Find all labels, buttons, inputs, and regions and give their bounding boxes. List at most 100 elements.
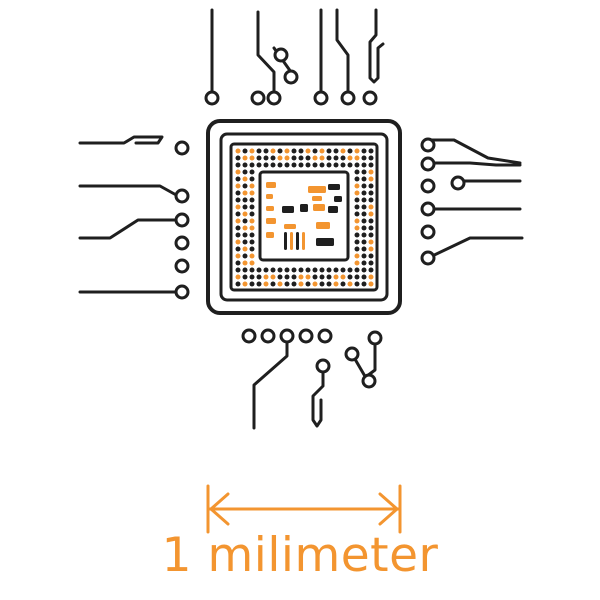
solder-ball: [263, 162, 269, 168]
solder-ball: [298, 281, 304, 287]
solder-ball: [284, 274, 290, 280]
solder-ball: [312, 274, 318, 280]
solder-ball: [235, 183, 241, 189]
solder-ball: [263, 281, 269, 287]
solder-ball: [347, 155, 353, 161]
contact-pad: [174, 284, 190, 300]
contact-pad: [260, 328, 276, 344]
solder-ball: [242, 204, 248, 210]
solder-ball: [368, 218, 374, 224]
solder-ball: [277, 281, 283, 287]
solder-ball: [347, 148, 353, 154]
solder-ball: [249, 169, 255, 175]
solder-ball: [249, 162, 255, 168]
solder-ball: [368, 267, 374, 273]
solder-ball: [305, 267, 311, 273]
solder-ball: [305, 155, 311, 161]
solder-ball: [361, 211, 367, 217]
solder-ball: [368, 246, 374, 252]
solder-ball: [354, 281, 360, 287]
solder-ball: [235, 267, 241, 273]
solder-ball: [249, 225, 255, 231]
ball-grid-array: [235, 148, 374, 287]
solder-ball: [242, 232, 248, 238]
solder-ball: [354, 155, 360, 161]
solder-ball: [354, 176, 360, 182]
solder-ball: [340, 155, 346, 161]
solder-ball: [354, 246, 360, 252]
contact-pad: [315, 358, 331, 374]
contact-pad: [174, 188, 190, 204]
core-block: [316, 222, 330, 229]
solder-ball: [326, 162, 332, 168]
solder-ball: [354, 274, 360, 280]
solder-ball: [256, 281, 262, 287]
solder-ball: [368, 281, 374, 287]
solder-ball: [291, 148, 297, 154]
solder-ball: [249, 232, 255, 238]
trace: [368, 8, 385, 84]
solder-ball: [326, 281, 332, 287]
solder-ball: [291, 274, 297, 280]
solder-ball: [249, 267, 255, 273]
solder-ball: [235, 218, 241, 224]
solder-ball: [368, 183, 374, 189]
solder-ball: [354, 197, 360, 203]
solder-ball: [235, 211, 241, 217]
solder-ball: [368, 211, 374, 217]
solder-ball: [242, 253, 248, 259]
core-block: [284, 232, 287, 250]
contact-pad: [361, 373, 377, 389]
solder-ball: [242, 239, 248, 245]
solder-ball: [361, 232, 367, 238]
solder-ball: [242, 148, 248, 154]
solder-ball: [361, 267, 367, 273]
solder-ball: [235, 162, 241, 168]
solder-ball: [361, 239, 367, 245]
solder-ball: [347, 162, 353, 168]
contact-pad: [420, 201, 436, 217]
solder-ball: [235, 246, 241, 252]
contact-pad: [174, 212, 190, 228]
solder-ball: [284, 155, 290, 161]
solder-ball: [249, 190, 255, 196]
contact-pad: [283, 69, 299, 85]
solder-ball: [361, 162, 367, 168]
chip-die-frame: [229, 142, 379, 292]
solder-ball: [347, 267, 353, 273]
solder-ball: [340, 267, 346, 273]
solder-ball: [249, 281, 255, 287]
solder-ball: [312, 281, 318, 287]
solder-ball: [298, 274, 304, 280]
chip-package-outer: [206, 119, 402, 315]
solder-ball: [368, 204, 374, 210]
core-block: [266, 194, 273, 199]
solder-ball: [235, 260, 241, 266]
trace: [426, 236, 524, 260]
solder-ball: [270, 281, 276, 287]
solder-ball: [263, 155, 269, 161]
solder-ball: [235, 148, 241, 154]
solder-ball: [368, 155, 374, 161]
solder-ball: [361, 246, 367, 252]
solder-ball: [354, 190, 360, 196]
solder-ball: [368, 169, 374, 175]
solder-ball: [347, 274, 353, 280]
solder-ball: [249, 155, 255, 161]
solder-ball: [319, 155, 325, 161]
solder-ball: [333, 281, 339, 287]
solder-ball: [284, 148, 290, 154]
scale-left-arrowhead: [209, 492, 230, 526]
solder-ball: [368, 176, 374, 182]
solder-ball: [235, 225, 241, 231]
solder-ball: [270, 274, 276, 280]
solder-ball: [354, 218, 360, 224]
solder-ball: [242, 211, 248, 217]
solder-ball: [277, 274, 283, 280]
solder-ball: [368, 162, 374, 168]
solder-ball: [291, 267, 297, 273]
solder-ball: [361, 225, 367, 231]
solder-ball: [235, 197, 241, 203]
solder-ball: [361, 197, 367, 203]
solder-ball: [256, 274, 262, 280]
